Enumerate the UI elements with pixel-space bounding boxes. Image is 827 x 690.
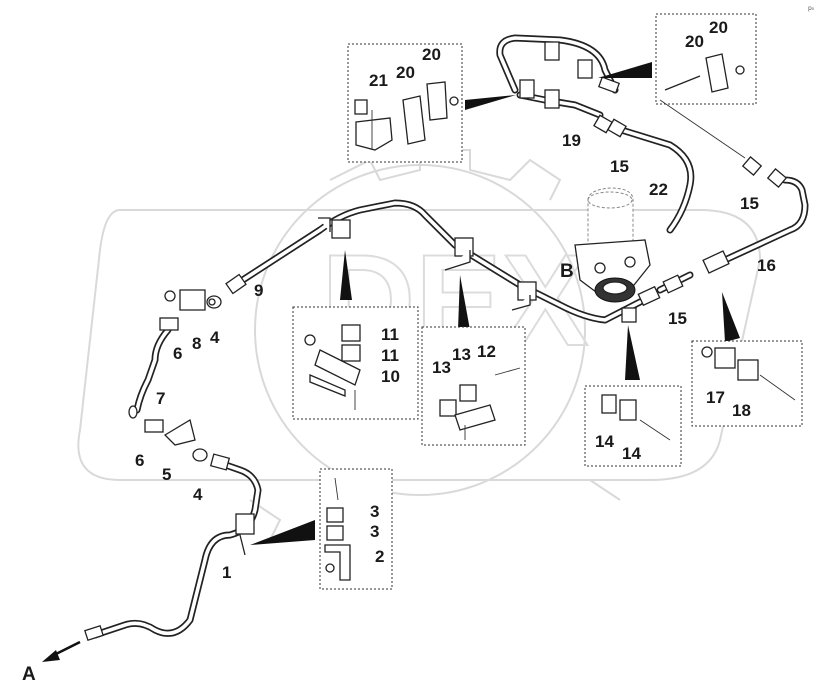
callout-1: 1: [222, 563, 231, 582]
pointers: [250, 62, 740, 545]
callout-19: 19: [562, 131, 581, 150]
air-dryer: [574, 187, 651, 303]
callout-15b: 15: [740, 194, 759, 213]
callout-9: 9: [254, 281, 263, 300]
callout-18: 18: [732, 401, 751, 420]
inset-box-13-12: [421, 326, 526, 446]
callout-5: 5: [162, 465, 171, 484]
callout-17: 17: [706, 388, 725, 407]
callout-15a: 15: [610, 157, 629, 176]
callout-16: 16: [757, 256, 776, 275]
callout-3a: 3: [370, 502, 379, 521]
label-b: B: [560, 261, 574, 282]
callout-22: 22: [649, 180, 668, 199]
corner-mark: p₀: [808, 5, 815, 12]
callout-7: 7: [156, 389, 165, 408]
callout-labels: 1 2 3 3 4 4 5 6 6 7 8 9 10 11 11 12 13 1…: [135, 18, 776, 582]
callout-14a: 14: [595, 432, 614, 451]
callout-4a: 4: [210, 328, 220, 347]
callout-20c: 20: [685, 32, 704, 51]
callout-4b: 4: [193, 485, 203, 504]
inset-box-11-10: [292, 306, 419, 420]
callout-10: 10: [381, 367, 400, 386]
callout-21: 21: [369, 71, 388, 90]
callout-15c: 15: [668, 309, 687, 328]
callout-20d: 20: [709, 18, 728, 37]
callout-13b: 13: [452, 345, 471, 364]
callout-3b: 3: [370, 522, 379, 541]
arrow-a: [42, 640, 81, 662]
callout-6a: 6: [173, 344, 182, 363]
fittings: [84, 41, 788, 642]
callout-20b: 20: [396, 63, 415, 82]
callout-20a: 20: [422, 45, 441, 64]
callout-14b: 14: [622, 444, 641, 463]
callout-8: 8: [192, 334, 201, 353]
label-a: A: [22, 664, 36, 685]
callout-6b: 6: [135, 451, 144, 470]
inset-box-3-2: [319, 468, 393, 590]
callout-11b: 11: [381, 346, 399, 365]
callout-2: 2: [375, 547, 384, 566]
callout-13a: 13: [432, 358, 451, 377]
callout-12: 12: [477, 342, 496, 361]
leader-line-20: [659, 99, 746, 159]
callout-11a: 11: [381, 325, 399, 344]
inset-box-20-20: [655, 13, 757, 105]
inset-box-21-20: [347, 43, 463, 163]
inset-box-14-14: [584, 385, 682, 467]
inset-box-17-18: [691, 340, 803, 427]
